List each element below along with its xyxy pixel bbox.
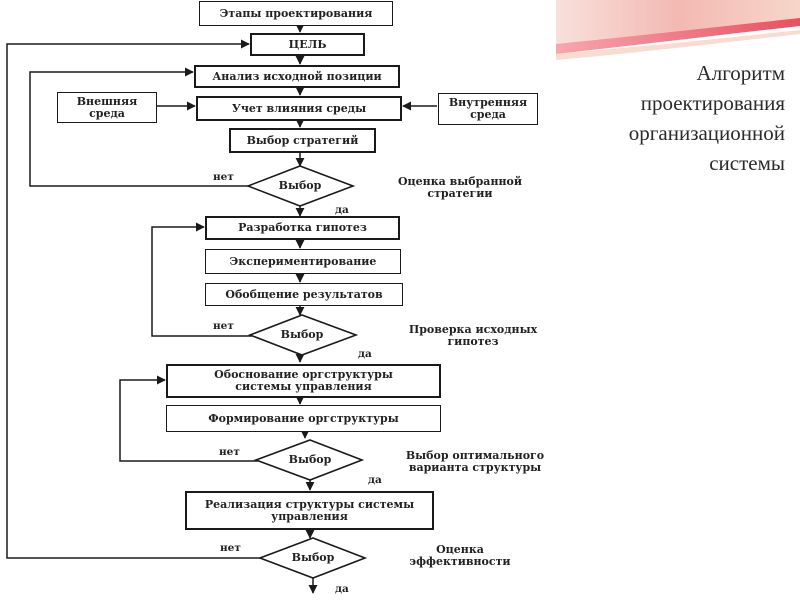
label-yes-3: да	[368, 474, 382, 486]
decision-diamond-4	[257, 537, 368, 579]
decision-diamond-3	[253, 439, 365, 481]
decision-text-1: Выбор	[278, 179, 322, 192]
flowchart-connectors	[6, 23, 437, 594]
label-yes-2: да	[358, 348, 372, 360]
decorative-swoosh	[556, 0, 800, 70]
box-experiment: Экспериментирование	[205, 249, 401, 274]
decision-text-2: Выбор	[280, 328, 324, 341]
box-external: Внешняя среда	[57, 92, 157, 123]
label-no-2: нет	[213, 320, 234, 332]
box-strategy: Выбор стратегий	[229, 128, 376, 153]
note-efficiency: Оценка эффективности	[409, 543, 511, 568]
decision-text-4: Выбор	[291, 551, 335, 564]
decision-diamond-1	[245, 165, 356, 207]
label-yes-1: да	[335, 204, 349, 216]
box-environment: Учет влияния среды	[196, 96, 402, 121]
box-analysis: Анализ исходной позиции	[194, 65, 400, 88]
note-optimal-structure: Выбор оптимального варианта структуры	[405, 449, 545, 474]
label-no-3: нет	[219, 446, 240, 458]
decision-diamond-2	[247, 314, 359, 356]
label-no-1: нет	[213, 171, 234, 183]
box-internal: Внутренняя среда	[438, 93, 538, 125]
box-hypotheses: Разработка гипотез	[205, 216, 400, 240]
label-no-4: нет	[220, 542, 241, 554]
decision-text-3: Выбор	[288, 453, 332, 466]
note-hypotheses-check: Проверка исходных гипотез	[408, 323, 538, 348]
label-yes-4: да	[335, 583, 349, 595]
box-generalization: Обобщение результатов	[205, 283, 403, 306]
page-title: Алгоритм проектирования организационной …	[628, 61, 785, 175]
box-formation: Формирование оргструктуры	[166, 405, 441, 432]
box-implementation: Реализация структуры системы управления	[185, 491, 434, 530]
box-stages: Этапы проектирования	[199, 1, 393, 26]
note-strategy-evaluation: Оценка выбранной стратегии	[397, 175, 523, 200]
box-goal: ЦЕЛЬ	[250, 33, 365, 56]
box-justification: Обоснование оргструктуры системы управле…	[166, 364, 441, 398]
